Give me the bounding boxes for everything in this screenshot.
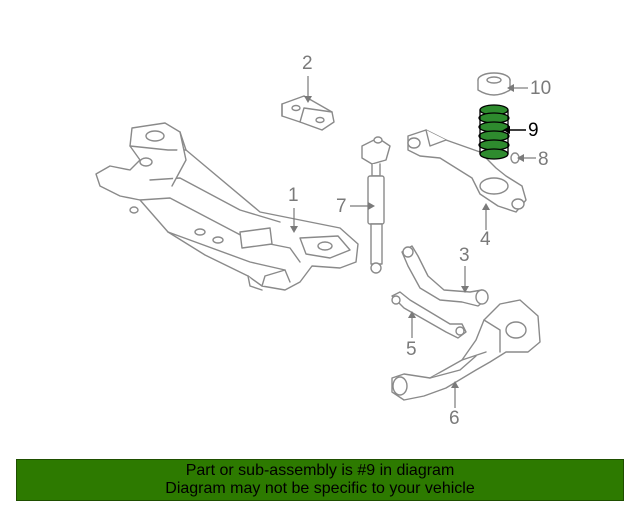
callout-7[interactable]: 7: [336, 196, 347, 217]
arrow-7: [368, 202, 375, 210]
arrow-6: [451, 381, 459, 388]
part-info-banner: Part or sub-assembly is #9 in diagram Di…: [16, 459, 624, 501]
suspension-exploded-diagram: [95, 72, 541, 408]
callout-6[interactable]: 6: [449, 408, 460, 429]
callout-10[interactable]: 10: [530, 78, 552, 99]
part-3-upper-arm[interactable]: [401, 245, 489, 307]
callout-5[interactable]: 5: [406, 339, 417, 360]
part-9-coil-spring[interactable]: [478, 104, 510, 160]
arrow-8: [517, 154, 524, 162]
part-7-shock-absorber[interactable]: [361, 136, 391, 274]
callout-3[interactable]: 3: [459, 245, 470, 266]
arrow-10: [507, 84, 514, 92]
arrow-1: [290, 226, 298, 233]
arrow-9: [503, 126, 510, 134]
callout-8[interactable]: 8: [538, 149, 549, 170]
part-10-upper-seat[interactable]: [477, 72, 511, 96]
part-5-lateral-link[interactable]: [391, 291, 467, 339]
arrow-2: [304, 96, 312, 103]
arrow-5: [408, 311, 416, 318]
arrow-4: [482, 203, 490, 210]
callout-4[interactable]: 4: [480, 229, 491, 250]
callout-9[interactable]: 9: [528, 120, 539, 141]
callout-2[interactable]: 2: [302, 53, 313, 74]
part-6-trailing-arm[interactable]: [391, 299, 541, 401]
callout-1[interactable]: 1: [288, 185, 299, 206]
banner-line-disclaimer: Diagram may not be specific to your vehi…: [165, 480, 475, 497]
arrow-3: [461, 286, 469, 293]
banner-line-part: Part or sub-assembly is #9 in diagram: [185, 462, 455, 479]
part-4-lower-arm[interactable]: [407, 129, 527, 213]
part-1-crossmember[interactable]: [95, 122, 359, 291]
